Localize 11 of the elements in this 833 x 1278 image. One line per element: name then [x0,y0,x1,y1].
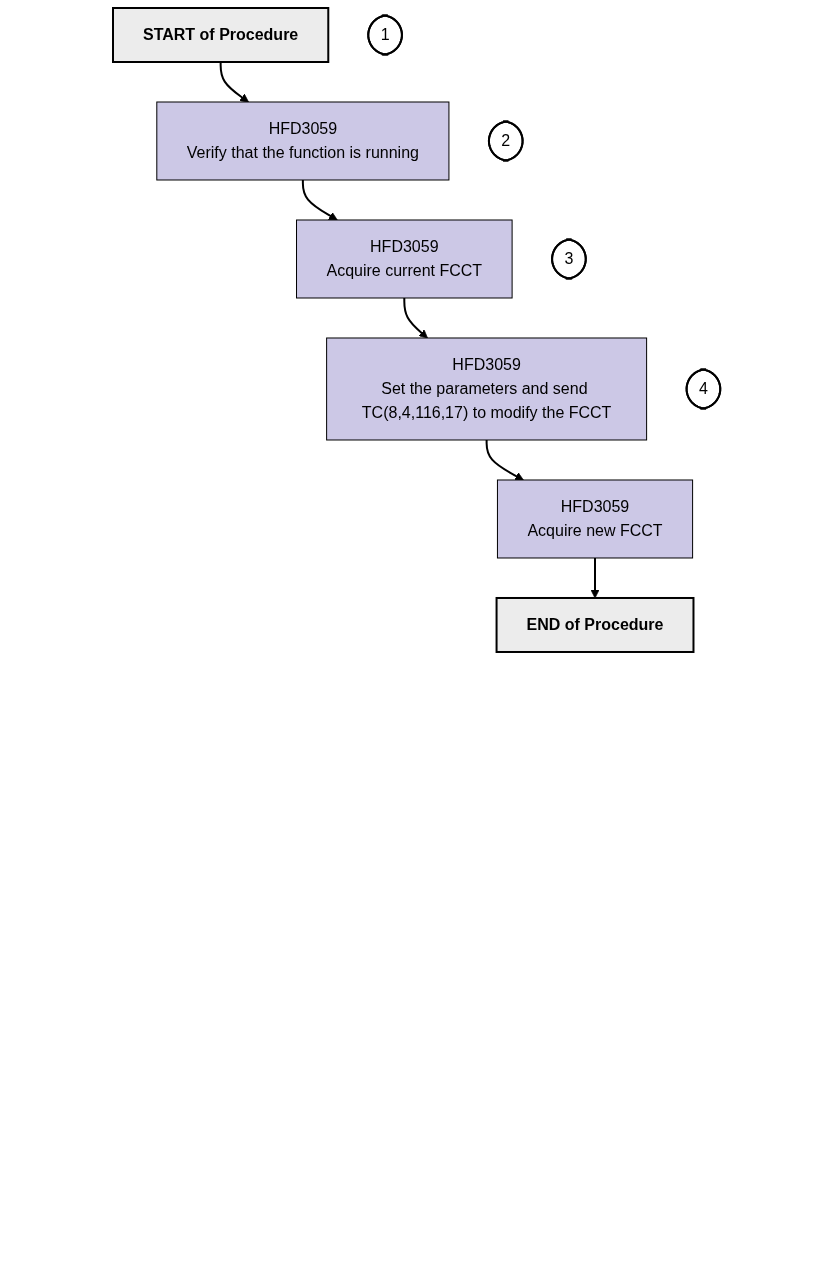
arrow [301,179,338,221]
arrow [219,61,249,103]
node-box: HFD3059 Set the parameters and send TC(8,4,116,17) to modify the FCCT [326,337,647,441]
node-box: HFD3059 Verify that the function is running [156,101,450,181]
node-box: HFD3059 Acquire current FCCT [295,219,513,299]
arrow [403,297,428,339]
arrow [485,439,524,481]
arrow [590,557,600,599]
node-box: START of Procedure [111,7,330,63]
node-box: END of Procedure [495,597,695,653]
node-box: HFD3059 Acquire new FCCT [496,479,693,559]
